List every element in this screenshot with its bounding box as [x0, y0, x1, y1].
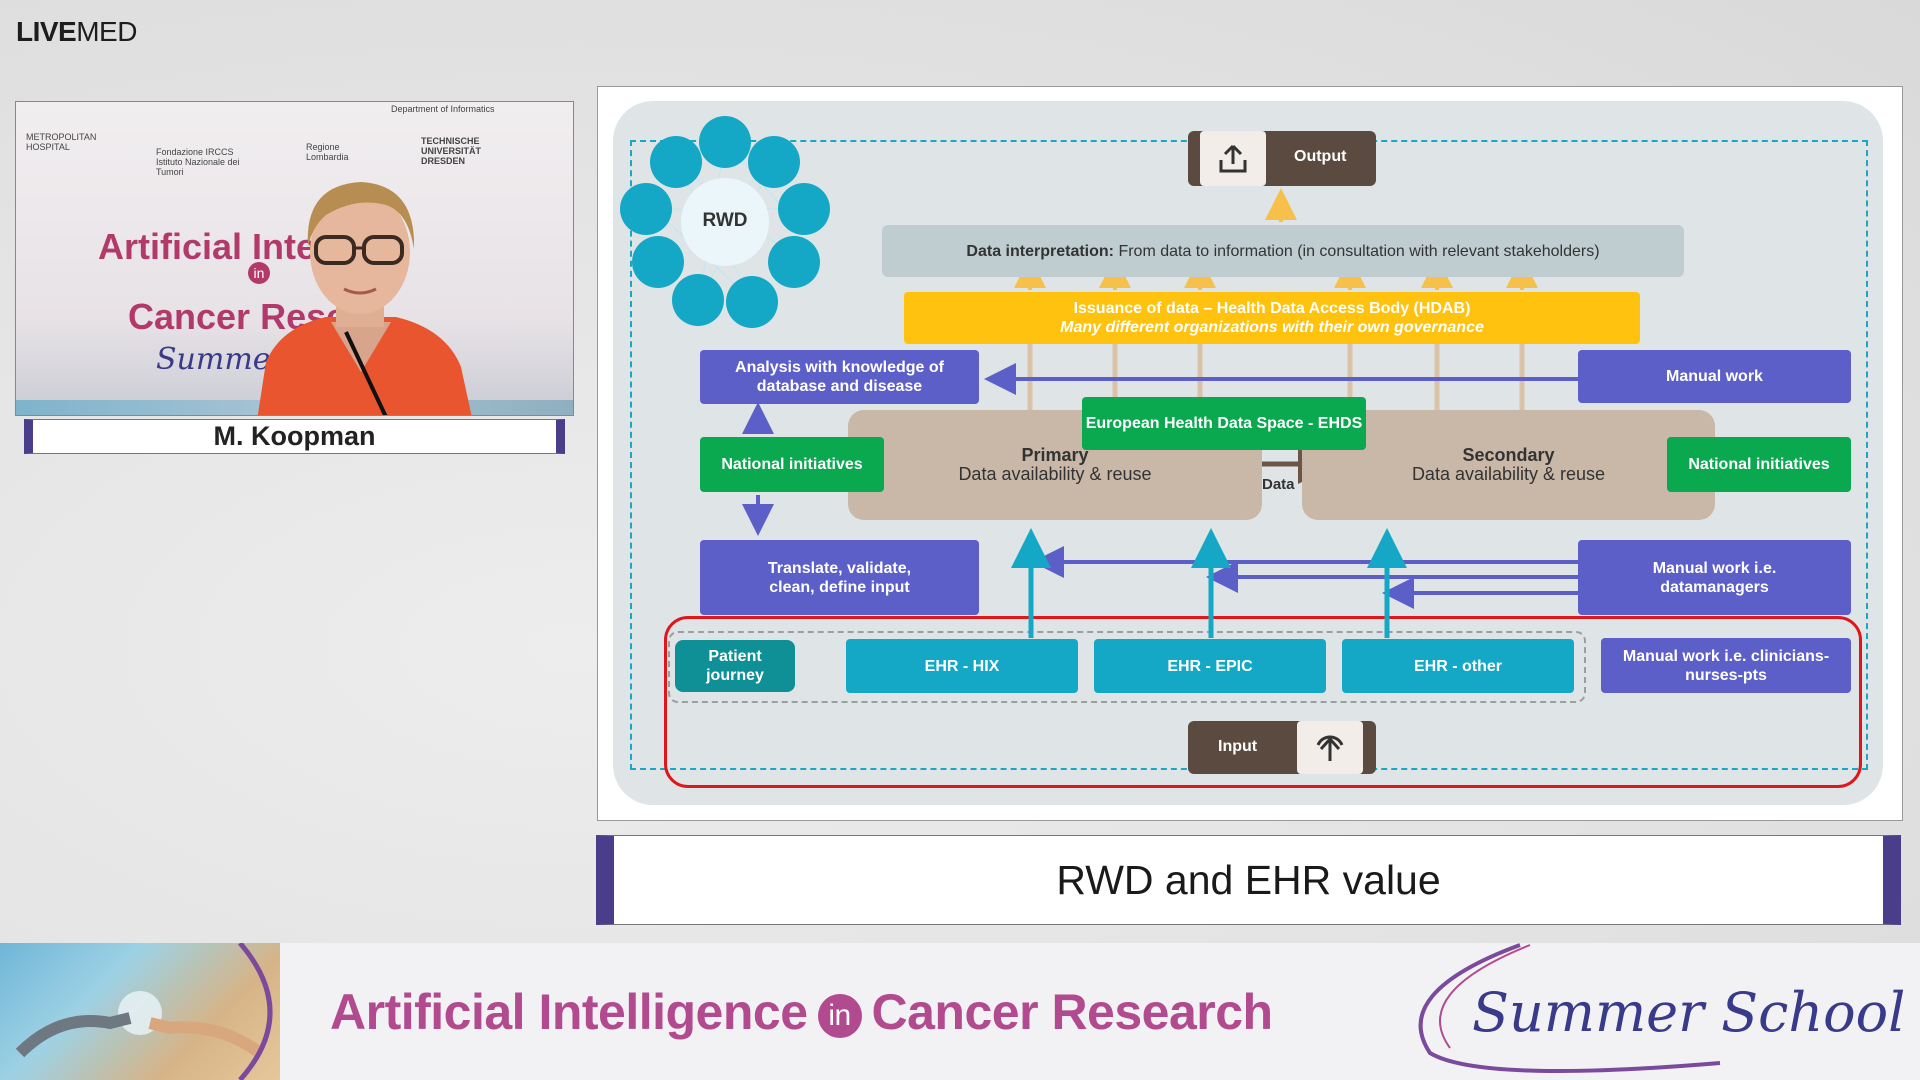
analysis-label: Analysis with knowledge of database and … — [735, 359, 944, 395]
manual-clinicians-label: Manual work i.e. clinicians-nurses-pts — [1622, 647, 1830, 684]
backdrop-logo-lombardia: Regione Lombardia — [306, 142, 349, 162]
speaker-person — [257, 182, 472, 415]
manual-clinicians-box: Manual work i.e. clinicians-nurses-pts — [1601, 638, 1851, 693]
slide-caption: RWD and EHR value — [1056, 856, 1441, 903]
translate-label: Translate, validate, clean, define input — [767, 559, 912, 596]
speaker-name: M. Koopman — [213, 421, 376, 451]
banner-title-right: Cancer Research — [871, 984, 1274, 1040]
hdab-box: Issuance of data – Health Data Access Bo… — [904, 292, 1640, 344]
secondary-box: Secondary Data availability & reuse — [1302, 410, 1715, 520]
livemed-logo: LIVEMED — [16, 16, 137, 48]
national-initiatives-left: National initiatives — [700, 437, 884, 492]
speaker-name-bar: M. Koopman — [24, 419, 565, 454]
brand-regular: MED — [76, 16, 137, 47]
manual-work-label: Manual work — [1666, 368, 1763, 385]
interp-rest: From data to information (in consultatio… — [1114, 242, 1600, 260]
manual-datamanagers-label: Manual work i.e. datamanagers — [1652, 559, 1777, 596]
ehr-other-label: EHR - other — [1414, 657, 1502, 675]
national-right-label: National initiatives — [1688, 456, 1830, 473]
manual-work-box: Manual work — [1578, 350, 1851, 403]
backdrop-logo-hospital: METROPOLITAN HOSPITAL — [26, 132, 97, 152]
hdab-line-1: Issuance of data – Health Data Access Bo… — [1073, 300, 1471, 317]
speaker-video: METROPOLITAN HOSPITAL Fondazione IRCCS I… — [15, 101, 574, 416]
secondary-title: Secondary — [1462, 445, 1555, 465]
input-label: Input — [1218, 738, 1258, 755]
ehr-other-box: EHR - other — [1342, 639, 1574, 693]
patient-journey-box: Patient journey — [675, 640, 795, 692]
banner-title-left: Artificial Intelligence — [330, 984, 808, 1040]
rwd-label: RWD — [702, 210, 748, 231]
translate-box: Translate, validate, clean, define input — [700, 540, 979, 615]
ehr-group-frame — [668, 631, 1586, 703]
output-label: Output — [1294, 148, 1347, 165]
slide-caption-bar: RWD and EHR value — [596, 835, 1901, 925]
upload-icon — [1200, 131, 1266, 186]
national-initiatives-right: National initiatives — [1667, 437, 1851, 492]
manual-datamanagers-box: Manual work i.e. datamanagers — [1578, 540, 1851, 615]
data-interpretation-box: Data interpretation: From data to inform… — [882, 225, 1684, 277]
banner-in-badge: in — [817, 993, 862, 1038]
banner-image — [0, 943, 280, 1080]
ehds-label: European Health Data Space - EHDS — [1085, 415, 1363, 432]
brand-bold: LIVE — [16, 16, 77, 47]
upload-arrow-icon — [1297, 721, 1363, 774]
ehr-hix-box: EHR - HIX — [846, 639, 1078, 693]
summer-swoosh — [1418, 943, 1721, 1073]
backdrop-logo-irccs: Fondazione IRCCS Istituto Nazionale dei … — [156, 147, 240, 177]
analysis-box: Analysis with knowledge of database and … — [700, 350, 979, 404]
rwd-network-icon — [620, 116, 830, 328]
data-label: Data — [1262, 476, 1295, 493]
backdrop-logo-informatics: Department of Informatics — [391, 104, 495, 114]
backdrop-logo-tu-dresden: TECHNISCHE UNIVERSITÄT DRESDEN — [421, 136, 482, 166]
summer-school: Summer School — [1472, 981, 1906, 1044]
national-left-label: National initiatives — [721, 456, 863, 473]
secondary-sub: Data availability & reuse — [1411, 464, 1606, 484]
ehr-epic-label: EHR - EPIC — [1167, 657, 1253, 675]
primary-title: Primary — [1021, 445, 1089, 465]
ehr-hix-label: EHR - HIX — [924, 657, 1000, 675]
hdab-line-2: Many different organizations with their … — [1060, 319, 1484, 336]
ehr-epic-box: EHR - EPIC — [1094, 639, 1326, 693]
primary-sub: Data availability & reuse — [958, 464, 1152, 484]
ehds-box: European Health Data Space - EHDS — [1082, 397, 1366, 450]
patient-journey-label: Patient journey — [706, 648, 764, 684]
backdrop-in-badge: in — [248, 262, 270, 284]
interp-bold: Data interpretation: — [966, 242, 1114, 260]
input-highlight-box — [664, 616, 1862, 788]
backdrop-summer: Summer — [156, 342, 285, 377]
